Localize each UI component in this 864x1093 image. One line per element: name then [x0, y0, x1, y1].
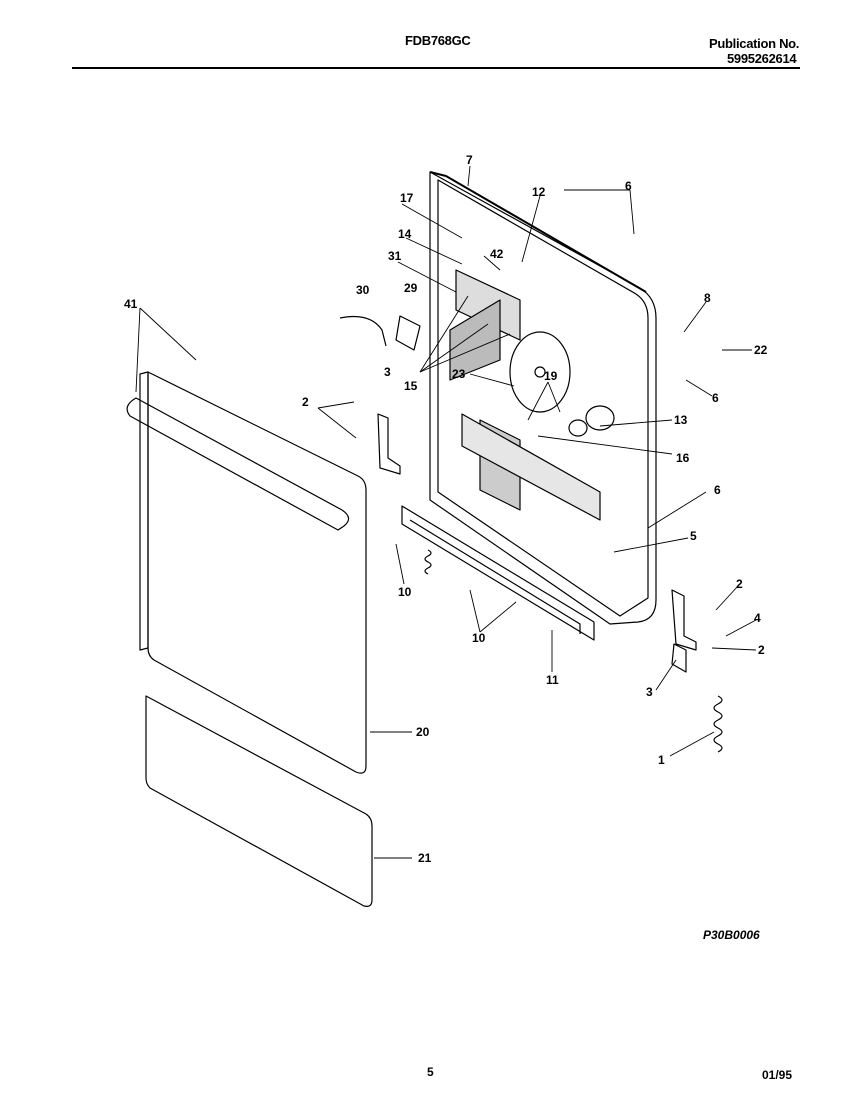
inner-door-panel [429, 171, 657, 625]
callout-23: 23 [452, 367, 466, 381]
panel-gasket [429, 171, 647, 293]
callout-12: 12 [532, 185, 546, 199]
callout-19: 19 [544, 369, 558, 383]
wire-harness [339, 315, 387, 347]
latch-part [395, 315, 421, 351]
callout-3: 3 [646, 685, 653, 699]
callout-7: 7 [466, 153, 473, 167]
publication-number: 5995262614 [727, 51, 797, 66]
header-rule [72, 67, 800, 69]
callout-6: 6 [714, 483, 721, 497]
figure-code: P30B0006 [703, 928, 760, 942]
vent-cover [509, 331, 571, 413]
hinge-right-upper [671, 589, 697, 651]
hinge-right-lower [671, 643, 687, 673]
outer-door-panel [147, 371, 367, 774]
callout-5: 5 [690, 529, 697, 543]
callout-31: 31 [388, 249, 402, 263]
callout-2: 2 [736, 577, 743, 591]
publication-label: Publication No. [709, 36, 800, 51]
callout-6: 6 [712, 391, 719, 405]
callout-20: 20 [416, 725, 430, 739]
publication-date: 01/95 [762, 1068, 793, 1082]
leader-lines [135, 165, 757, 859]
rinse-aid-cap [585, 405, 615, 431]
switch-shield [449, 299, 501, 381]
callout-41: 41 [124, 297, 138, 311]
callout-4: 4 [754, 611, 761, 625]
hinge-left [377, 413, 401, 475]
callout-29: 29 [404, 281, 418, 295]
callout-42: 42 [490, 247, 504, 261]
dispenser-window [461, 413, 601, 521]
door-spring-right [713, 695, 723, 753]
page-number: 5 [427, 1065, 434, 1079]
model-number: FDB768GC [405, 33, 471, 48]
callout-13: 13 [674, 413, 688, 427]
callout-8: 8 [704, 291, 711, 305]
switch-bracket [455, 269, 521, 341]
callout-14: 14 [398, 227, 412, 241]
vent-hub [534, 366, 546, 378]
callout-10: 10 [398, 585, 412, 599]
callout-1: 1 [658, 753, 665, 767]
rinse-aid-seat [568, 419, 588, 437]
door-handle [126, 397, 350, 531]
door-spring-left [424, 549, 432, 575]
bottom-trim-lip [409, 519, 581, 634]
callout-15: 15 [404, 379, 418, 393]
callout-2: 2 [302, 395, 309, 409]
inner-door-panel-edge [437, 179, 649, 617]
callout-30: 30 [356, 283, 370, 297]
callout-6: 6 [625, 179, 632, 193]
callout-2: 2 [758, 643, 765, 657]
callout-3: 3 [384, 365, 391, 379]
bottom-trim [401, 505, 595, 641]
callout-16: 16 [676, 451, 690, 465]
callout-21: 21 [418, 851, 432, 865]
callout-10: 10 [472, 631, 486, 645]
kick-plate [145, 695, 373, 907]
outer-door-front [139, 371, 149, 651]
callout-11: 11 [546, 673, 559, 687]
callout-22: 22 [754, 343, 768, 357]
callout-17: 17 [400, 191, 414, 205]
